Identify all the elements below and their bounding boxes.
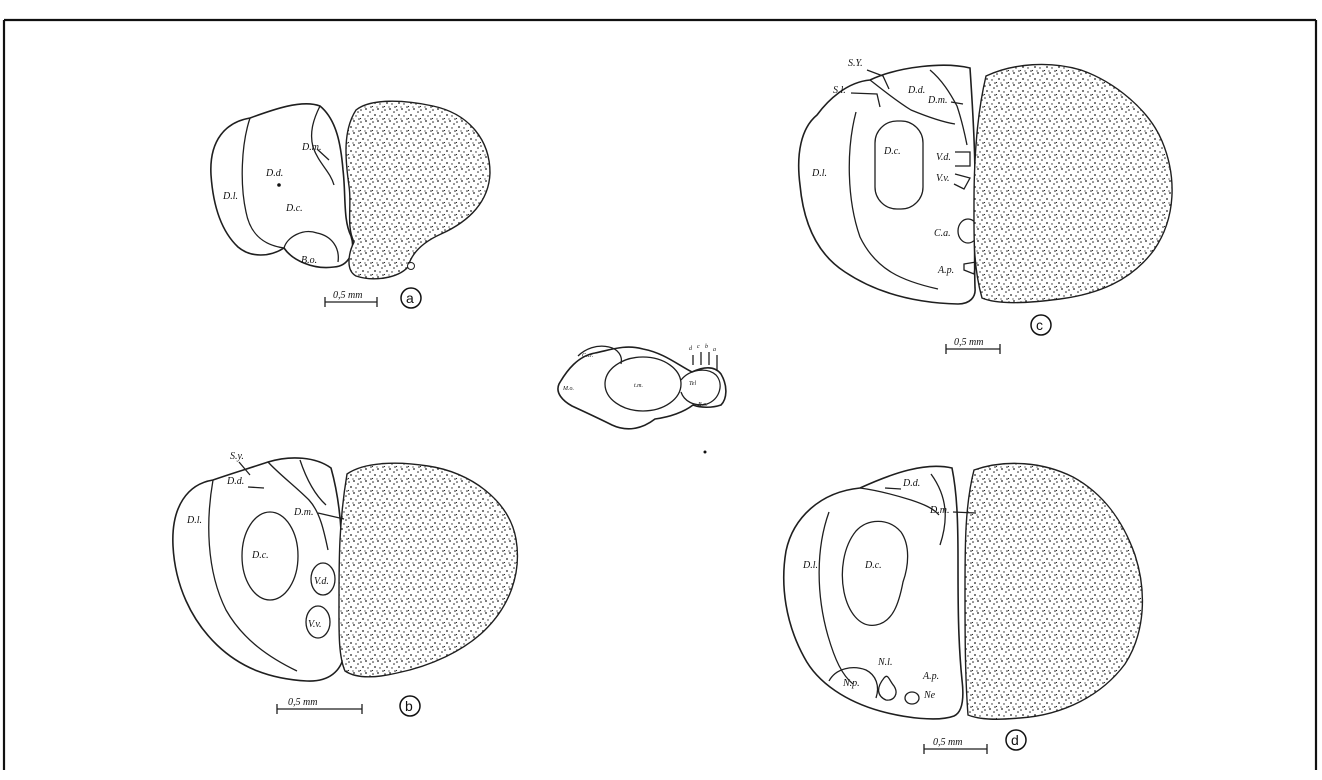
panel-a-label-dl: D.l.: [222, 191, 238, 202]
panel-b-label-dl: D.l.: [186, 515, 202, 526]
panel-a-label-dm: D.m.: [301, 142, 321, 153]
panel-a-label-dc: D.c.: [285, 203, 303, 214]
panel-b-label-vv: V.v.: [308, 619, 322, 630]
panel-d: D.d. D.m. D.l. D.c. N.l. A.p. N.p. Ne 0,…: [784, 463, 1143, 754]
panel-d-scale-label: 0,5 mm: [933, 737, 962, 748]
inset-label-med: M.o.: [562, 386, 574, 392]
panel-c-scale-label: 0,5 mm: [954, 337, 983, 348]
panel-a-left-section: [211, 104, 353, 268]
panel-d-label-nl: N.l.: [877, 657, 892, 668]
panel-c-label-vv: V.v.: [936, 173, 950, 184]
inset-dot: [704, 451, 707, 454]
panel-a-right-tectum: [346, 101, 490, 279]
panel-d-label-dc: D.c.: [864, 560, 882, 571]
inset-label-c: c: [697, 344, 700, 350]
inset-label-b: b: [705, 344, 708, 350]
panel-a-scale-label: 0,5 mm: [333, 290, 362, 301]
panel-c-right-tectum: [974, 64, 1172, 302]
panel-a-label-dd: D.d.: [265, 168, 283, 179]
panel-c-label-dm: D.m.: [927, 95, 947, 106]
panel-d-label-np: N.p.: [842, 678, 860, 689]
inset-label-tel: Tel: [689, 381, 696, 387]
panel-c-label-dl: D.l.: [811, 168, 827, 179]
panel-d-label-dm: D.m.: [929, 505, 949, 516]
panel-a-letter: a: [406, 290, 414, 306]
panel-d-right-tectum: [965, 463, 1142, 719]
panel-a-label-bo: B.o.: [301, 255, 317, 266]
panel-b-letter: b: [405, 698, 413, 714]
panel-c-label-dc: D.c.: [883, 146, 901, 157]
panel-a-dot: [277, 183, 281, 187]
panel-c-label-vd: V.d.: [936, 152, 951, 163]
panel-d-label-dl: D.l.: [802, 560, 818, 571]
panel-d-label-ap: A.p.: [922, 671, 939, 682]
panel-d-label-ne: Ne: [923, 690, 936, 701]
panel-b-scale-label: 0,5 mm: [288, 697, 317, 708]
panel-b-label-dm: D.m.: [293, 507, 313, 518]
panel-a: D.m. D.d. D.l. D.c. B.o. 0,5 mm a: [211, 101, 490, 308]
panel-c-label-ca: C.a.: [934, 228, 951, 239]
inset-brain-sketch: C.cr. t.m. Tel M.o. B.o. d c b a: [558, 344, 726, 454]
inset-label-tec: t.m.: [634, 383, 643, 389]
panel-b-label-vd: V.d.: [314, 576, 329, 587]
panel-c: S.Y. S.l. D.d. D.m. D.l. D.c. V.d. V.v. …: [799, 58, 1172, 354]
inset-label-a: a: [713, 347, 716, 353]
panel-b-right-tectum: [339, 463, 517, 677]
panel-a-small-circle: [408, 263, 415, 270]
inset-label-d: d: [689, 346, 693, 352]
panel-c-label-sy: S.Y.: [848, 58, 863, 69]
panel-c-label-dd: D.d.: [907, 85, 925, 96]
panel-b-label-sy: S.y.: [230, 451, 244, 462]
panel-b-label-dc: D.c.: [251, 550, 269, 561]
panel-c-label-ap: A.p.: [937, 265, 954, 276]
inset-label-cere: C.cr.: [582, 353, 593, 359]
panel-d-label-dd: D.d.: [902, 478, 920, 489]
panel-d-letter: d: [1011, 732, 1019, 748]
panel-c-letter: c: [1036, 317, 1043, 333]
panel-c-label-sl: S.l.: [833, 85, 846, 96]
panel-b: S.y. D.d. D.m. D.l. D.c. V.d. V.v. 0,5 m…: [173, 451, 518, 716]
inset-label-bo: B.o.: [698, 402, 708, 408]
panel-b-label-dd: D.d.: [226, 476, 244, 487]
